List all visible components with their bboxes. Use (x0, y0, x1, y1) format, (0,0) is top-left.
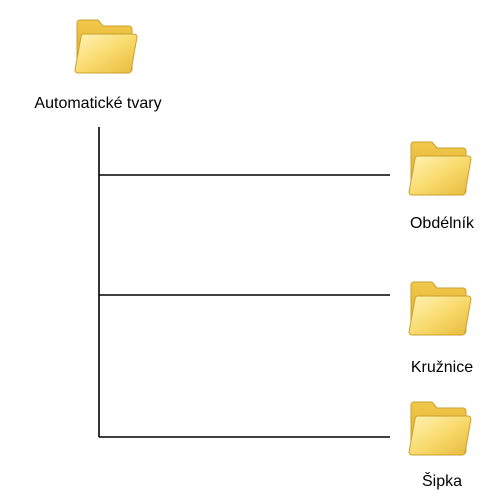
folder-icon-graphic (408, 281, 472, 336)
child-folder-label-obdelnik: Obdélník (409, 215, 475, 232)
folder-icon-graphic (408, 401, 472, 456)
folder-icon-graphic (74, 19, 138, 74)
folder-icon[interactable] (404, 392, 476, 460)
folder-icon[interactable] (70, 10, 142, 78)
folder-icon[interactable] (404, 132, 476, 200)
folder-icon-graphic (408, 141, 472, 196)
root-folder-label: Automatické tvary (34, 95, 162, 112)
folder-icon[interactable] (404, 272, 476, 340)
child-folder-label-sipka: Šipka (421, 473, 463, 490)
child-folder-label-kruznice: Kružnice (410, 359, 474, 376)
